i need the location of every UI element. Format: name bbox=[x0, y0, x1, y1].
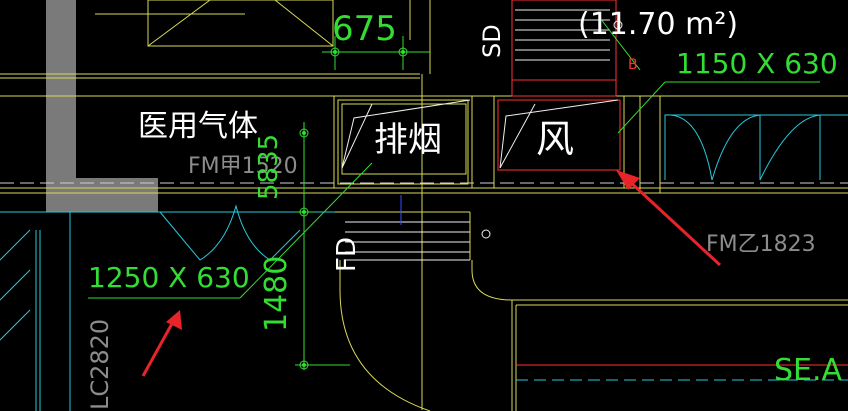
wall-ledge bbox=[76, 178, 158, 212]
box-air-label: 风 bbox=[536, 117, 575, 161]
fd-label: FD bbox=[332, 237, 362, 272]
box-smoke-exhaust-label: 排烟 bbox=[374, 120, 442, 160]
dim-top-label: 675 bbox=[332, 9, 397, 49]
annotation-arrow-left bbox=[141, 310, 182, 377]
red-frame bbox=[511, 0, 617, 97]
door-fm1823-label: FM乙1823 bbox=[706, 232, 816, 257]
stair-bottom-frame bbox=[335, 211, 848, 411]
duct-left-label: 1250 X 630 bbox=[88, 261, 250, 294]
sd-label: SD bbox=[478, 24, 506, 58]
dimension-markers bbox=[299, 20, 623, 370]
wall-column bbox=[46, 0, 76, 212]
stair-top bbox=[515, 9, 610, 61]
smoke-box bbox=[333, 95, 473, 189]
lc-side-label: LC2820 bbox=[86, 318, 114, 410]
annotation-arrow-right bbox=[616, 170, 722, 267]
room-area-label: (11.70 m²) bbox=[578, 7, 739, 42]
stair-bottom bbox=[345, 221, 470, 261]
se-a-label: SE.A bbox=[774, 353, 843, 388]
dim-5835-label: 5835 bbox=[254, 133, 284, 200]
duct-right-label: 1150 X 630 bbox=[676, 47, 838, 80]
door-fm1520-label: FM甲1520 bbox=[188, 154, 298, 179]
mark-b-label: B bbox=[628, 57, 638, 73]
room-medical-gas-label: 医用气体 bbox=[138, 109, 258, 144]
dim-1480-label: 1480 bbox=[259, 255, 294, 332]
